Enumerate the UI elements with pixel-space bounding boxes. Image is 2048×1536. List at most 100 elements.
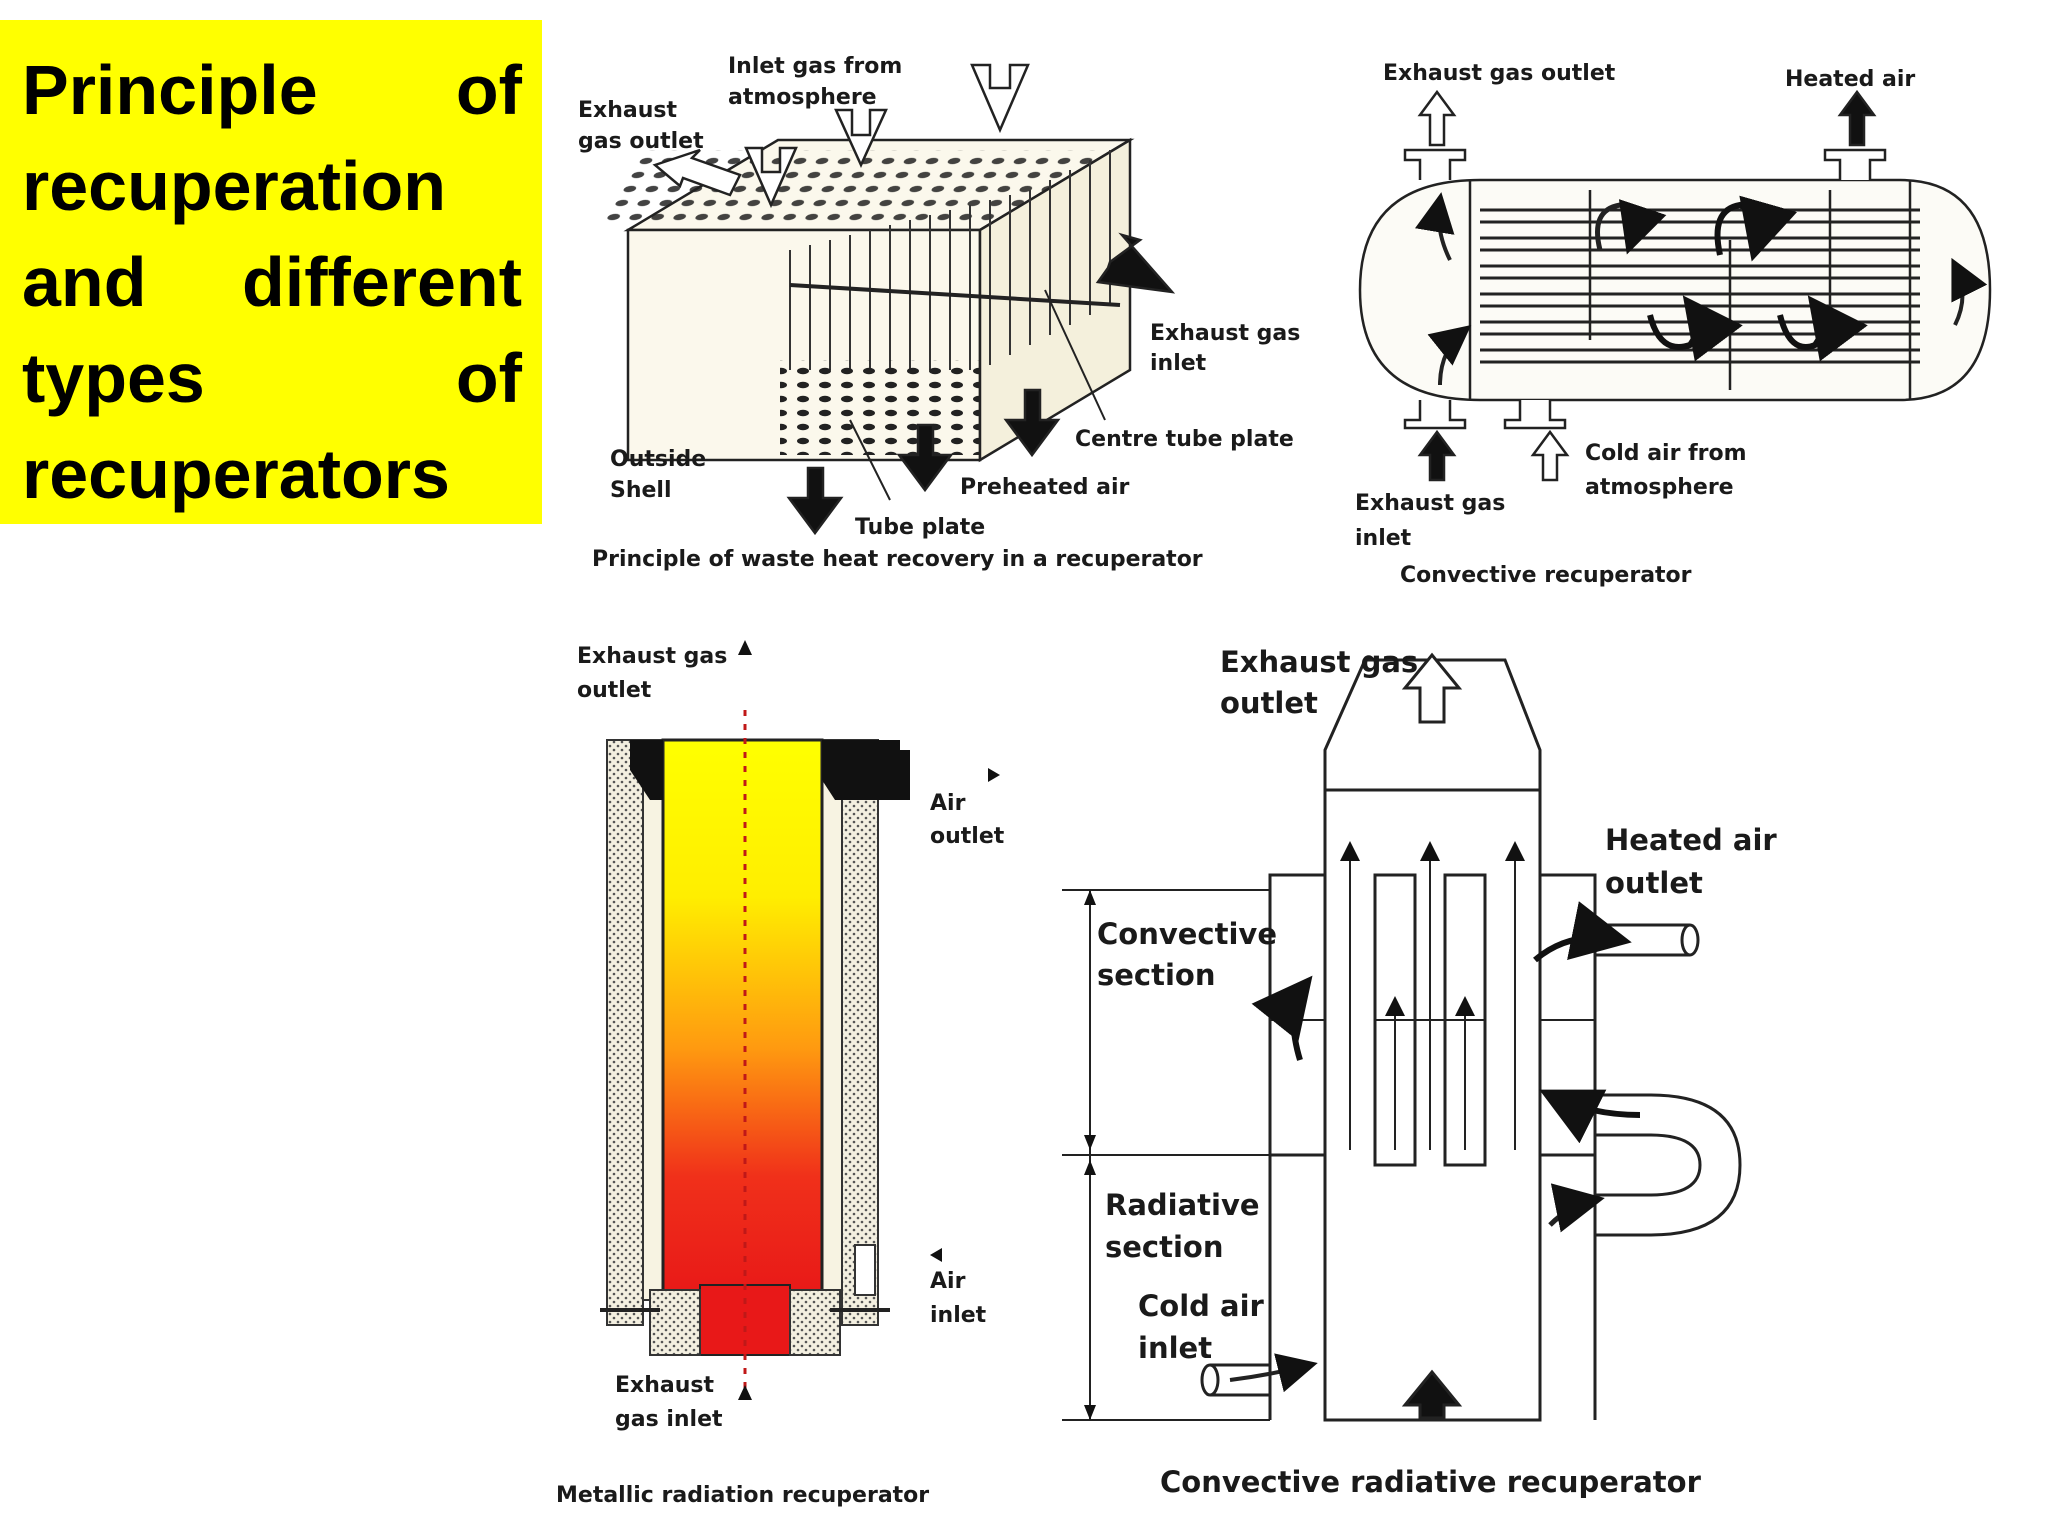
flow-arrow [1533, 901, 1632, 963]
cold-air-nozzle [1503, 400, 1567, 430]
return-bend [1595, 1093, 1742, 1237]
title-line-4: types of [22, 330, 522, 426]
shell-outline [1358, 178, 1992, 402]
air-outlet-arrow [988, 768, 1000, 782]
title-line-1: Principle of [22, 42, 522, 138]
label-cold-air-inlet: inlet [1138, 1331, 1212, 1365]
tube-bundle [789, 150, 1111, 370]
label-exhaust-gas-outlet: outlet [1220, 686, 1318, 720]
centre-plate-line [789, 283, 1121, 307]
label-exhaust-gas-outlet: Exhaust gas [1220, 645, 1418, 679]
bottom-block-left [649, 1289, 701, 1356]
title-word: of [455, 51, 522, 129]
label-radiative-section: section [1105, 1230, 1224, 1264]
flow-arrow [1415, 192, 1455, 261]
title-word: recuperation [22, 147, 446, 225]
heated-air-nozzle [1823, 148, 1887, 180]
metallic-labels: Exhaust gas outlet Air outlet Air inlet … [556, 644, 1005, 1508]
label-cold-air: atmosphere [1585, 475, 1734, 500]
label-convective-section: Convective [1097, 917, 1277, 951]
dim-arrow [1084, 1160, 1096, 1175]
flow-arrow [1548, 1183, 1605, 1233]
exhaust-inlet-arrow [1095, 232, 1176, 294]
label-exhaust-gas-inlet: Exhaust gas [1355, 491, 1505, 516]
label-exhaust-gas-inlet: inlet [1355, 526, 1412, 551]
bottom-holes [780, 360, 980, 455]
label-exhaust-inlet: Exhaust gas [1150, 321, 1300, 346]
title-word: different [242, 243, 522, 321]
label-air-outlet: outlet [930, 824, 1005, 849]
exhaust-inlet-arrow [1417, 429, 1457, 482]
label-tube-plate: Tube plate [855, 515, 985, 540]
title-line-5: recuperators [22, 426, 522, 522]
air-outlet-nozzle [880, 750, 910, 800]
cold-air-arrow [1530, 429, 1570, 482]
dim-arrow [1084, 890, 1096, 905]
label-air-outlet: Air [930, 791, 966, 816]
label-radiative-section: Radiative [1105, 1188, 1260, 1222]
dim-arrow [1084, 1405, 1096, 1420]
label-exhaust-gas-inlet: gas inlet [615, 1407, 723, 1432]
caption-convective: Convective recuperator [1400, 563, 1692, 588]
title-word: types [22, 339, 205, 417]
top-flange-left [630, 740, 663, 800]
flow-arrow [1714, 195, 1798, 262]
conv-radiative-labels: Exhaust gas outlet Heated air outlet Con… [1097, 645, 1777, 1499]
gas-outlet-arrow [652, 148, 742, 197]
label-exhaust-gas-outlet: outlet [577, 678, 652, 703]
label-cold-air-inlet: Cold air [1138, 1289, 1265, 1323]
waste-heat-labels: Exhaust gas outlet Inlet gas from atmosp… [578, 54, 1300, 572]
label-air-inlet: inlet [930, 1303, 987, 1328]
exhaust-inlet-arrow [1401, 1369, 1463, 1420]
metallic-diagram [600, 640, 1000, 1400]
cold-duct-end [1200, 1363, 1220, 1397]
flow-arrow [1951, 257, 1988, 326]
flow-arrow [1777, 295, 1868, 362]
box-top-holes [600, 150, 1114, 225]
dim-arrow [1084, 1135, 1096, 1150]
label-air-inlet: Air [930, 1269, 966, 1294]
exhaust-inlet-nozzle [1403, 400, 1467, 430]
flow-arrow [1539, 1089, 1641, 1144]
label-exhaust-outlet: gas outlet [578, 129, 704, 154]
label-exhaust-inlet: inlet [1150, 351, 1207, 376]
caption-waste-heat: Principle of waste heat recovery in a re… [592, 547, 1203, 572]
label-outside-shell: Shell [610, 478, 672, 503]
label-exhaust-outlet: Exhaust [578, 98, 677, 123]
label-exhaust-gas-outlet: Exhaust gas outlet [1383, 61, 1616, 86]
cold-air-duct [1210, 1363, 1270, 1397]
label-convective-section: section [1097, 958, 1216, 992]
flow-arrow [1229, 1353, 1318, 1393]
preheated-arrow-3 [786, 466, 844, 536]
title-word: of [455, 339, 522, 417]
conv-radiative-diagram [1062, 652, 1742, 1422]
annulus-right [821, 739, 843, 1301]
air-inlet-arrow [930, 1248, 942, 1262]
outer-wall-left [606, 739, 644, 1326]
title-word: and [22, 243, 147, 321]
duct-end [1680, 923, 1700, 957]
heated-air-arrow [1837, 89, 1877, 147]
flow-arrow [1251, 975, 1313, 1061]
inlet-arrow-3 [970, 63, 1030, 134]
label-heated-air: Heated air [1785, 67, 1915, 92]
bottom-block-right [789, 1289, 841, 1356]
label-exhaust-gas-outlet: Exhaust gas [577, 644, 727, 669]
right-jacket [1538, 873, 1597, 1157]
up-arrow-top [738, 640, 752, 655]
annulus-left [642, 739, 664, 1301]
flow-arrow [1595, 199, 1667, 255]
main-column [1323, 788, 1542, 1422]
inlet-arrow-1 [744, 146, 798, 209]
caption-conv-radiative: Convective radiative recuperator [1160, 1465, 1702, 1499]
title-line-2: recuperation [22, 138, 522, 234]
caption-metallic: Metallic radiation recuperator [556, 1483, 929, 1508]
preheated-arrow-1 [1003, 388, 1061, 458]
label-heated-air-outlet: outlet [1605, 866, 1703, 900]
title-word: recuperators [22, 435, 450, 513]
title-line-3: and different [22, 234, 522, 330]
left-jacket [1268, 873, 1327, 1157]
convective-diagram [1358, 89, 1992, 482]
title-box: Principle of recuperation and different … [0, 20, 542, 524]
